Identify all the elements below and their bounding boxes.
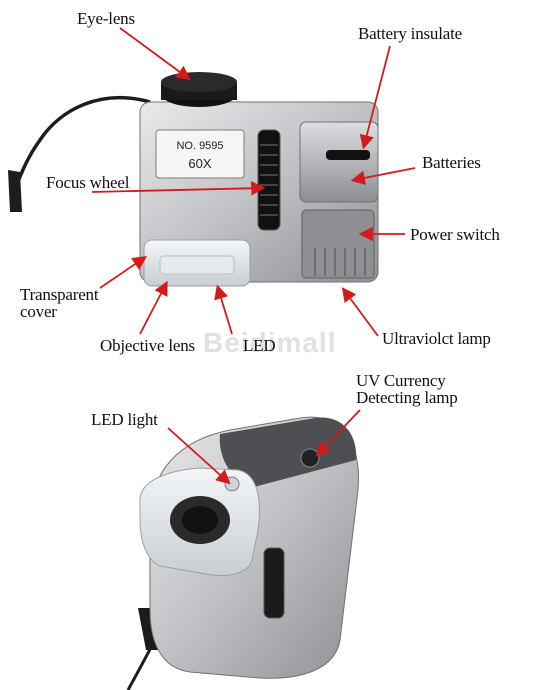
model-number: NO. 9595: [176, 140, 223, 152]
label-ultraviolet-lamp: Ultraviolct lamp: [382, 329, 491, 348]
callout-arrows-top: [91, 27, 416, 337]
power-switch: [301, 209, 375, 279]
label-eye-lens: Eye-lens: [77, 9, 135, 28]
label-transparent-cover: Transparent cover: [20, 285, 99, 321]
label-power-switch: Power switch: [410, 225, 500, 244]
model-plate: [155, 129, 245, 179]
top-device-view: NO. 9595 60X: [8, 72, 379, 287]
led-light: [224, 476, 240, 492]
label-led-light: LED light: [91, 410, 158, 429]
magnification-text: 60X: [188, 156, 211, 171]
bottom-device-view: [126, 416, 359, 690]
label-objective-lens: Objective lens: [100, 336, 195, 355]
label-led: LED: [243, 336, 276, 355]
side-focus-wheel: [263, 547, 285, 619]
callout-arrows-bottom: [167, 409, 361, 485]
uv-lamp-lens: [300, 448, 320, 468]
watermark: Beidimall: [203, 327, 337, 358]
label-uv-currency-detecting-lamp: UV Currency Detecting lamp: [356, 371, 458, 407]
label-focus-wheel: Focus wheel: [46, 173, 130, 192]
label-batteries: Batteries: [422, 153, 481, 172]
label-battery-insulate: Battery insulate: [358, 24, 462, 43]
